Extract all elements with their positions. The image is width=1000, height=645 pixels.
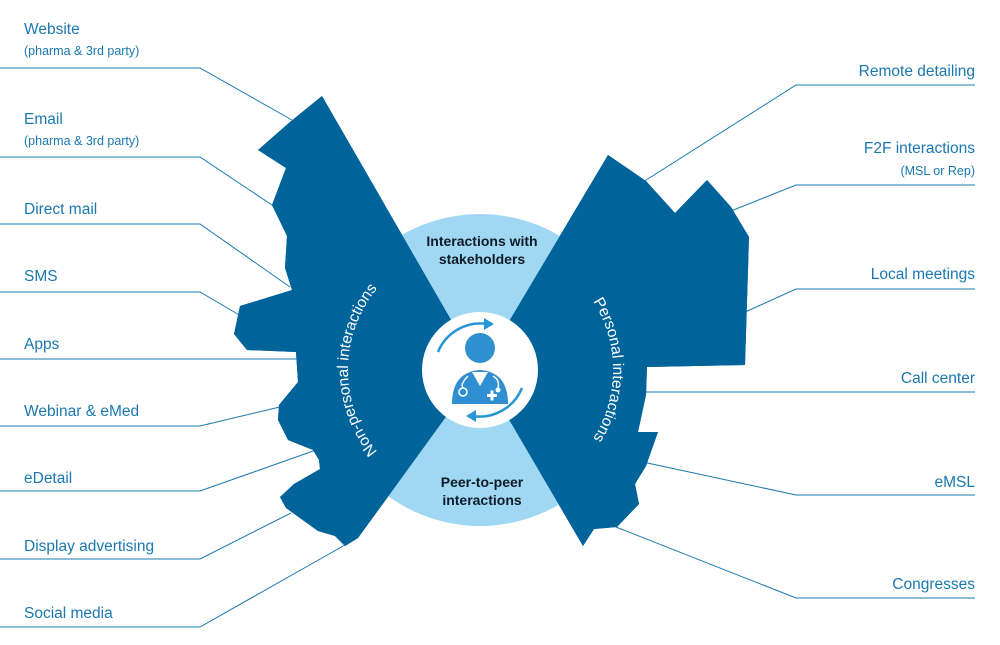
leader-line	[615, 526, 975, 599]
leader-line	[642, 84, 975, 183]
stakeholders-text-line1: Interactions with	[426, 233, 537, 249]
label-congresses: Congresses	[892, 576, 975, 593]
doctor-icon	[452, 333, 508, 404]
leader-line	[0, 291, 242, 317]
label-display-advertising: Display advertising	[24, 538, 155, 555]
sublabel-email: (pharma & 3rd party)	[24, 134, 140, 148]
label-remote-detailing: Remote detailing	[858, 63, 975, 80]
peer-text-line2: interactions	[442, 492, 522, 508]
label-local-meetings: Local meetings	[870, 266, 975, 283]
label-website: Website	[24, 21, 80, 38]
label-emsl: eMSL	[934, 474, 976, 491]
refresh-cycle-icon	[436, 318, 524, 422]
sublabel-website: (pharma & 3rd party)	[24, 44, 140, 58]
leader-line	[0, 156, 273, 206]
label-edetail: eDetail	[24, 470, 73, 487]
leader-line	[0, 540, 353, 628]
label-f2f: F2F interactions	[863, 140, 975, 157]
sublabel-f2f: (MSL or Rep)	[900, 164, 975, 178]
non-personal-wedge	[234, 96, 480, 546]
leader-line	[0, 405, 285, 427]
peer-text-line1: Peer-to-peer	[441, 474, 524, 490]
label-apps: Apps	[24, 336, 60, 353]
leader-line	[0, 512, 292, 560]
label-email: Email	[24, 111, 63, 128]
leader-line	[637, 460, 975, 496]
leader-line	[0, 449, 317, 492]
label-webinar: Webinar & eMed	[24, 403, 140, 420]
leader-lines	[0, 67, 975, 628]
label-social-media: Social media	[24, 605, 113, 622]
leader-line	[742, 288, 975, 314]
leader-line	[715, 184, 975, 218]
stakeholders-text-line2: stakeholders	[439, 251, 526, 267]
leader-line	[0, 67, 293, 121]
label-call-center: Call center	[900, 370, 975, 387]
personal-wedge	[480, 155, 749, 546]
label-direct-mail: Direct mail	[24, 201, 98, 218]
label-sms: SMS	[24, 268, 58, 285]
leader-line	[0, 223, 291, 288]
